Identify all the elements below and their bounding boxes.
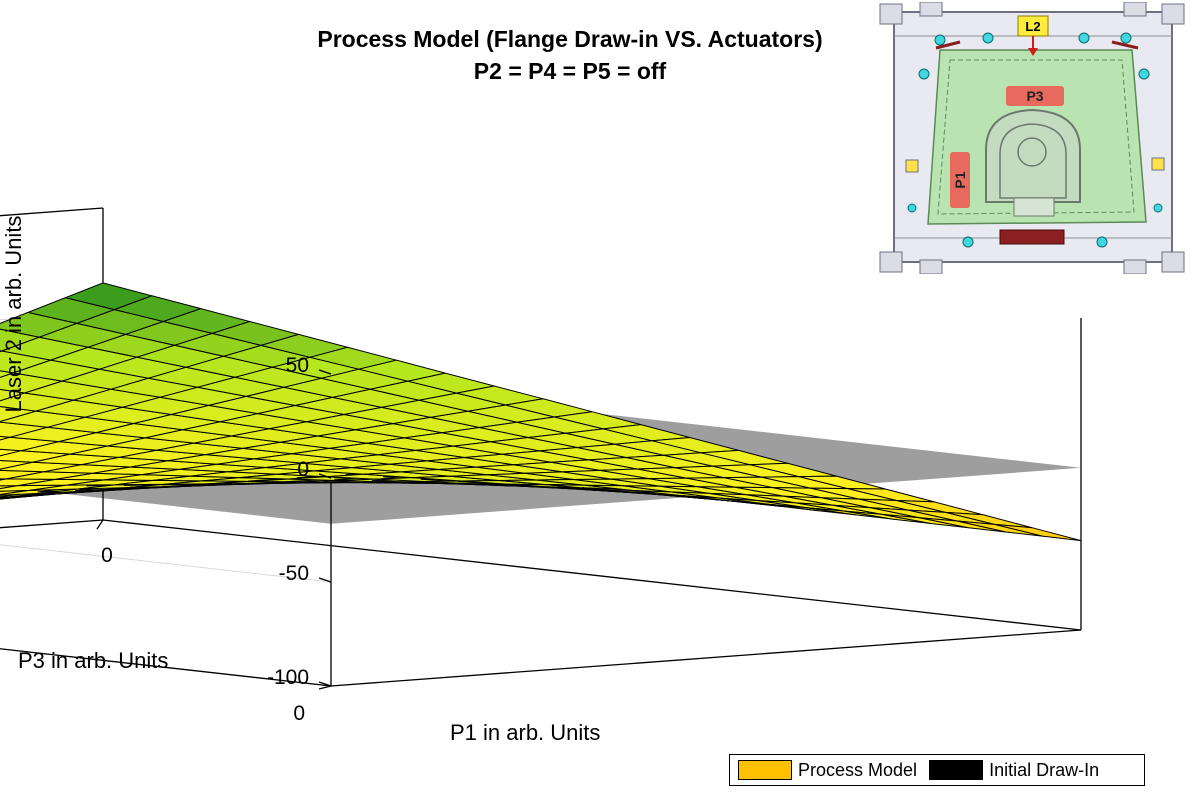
process-model-surface xyxy=(0,282,1082,542)
inset-label-l2: L2 xyxy=(1025,19,1040,34)
tool-inset-image: L2 P3 P1 xyxy=(879,2,1185,274)
x-tick-mark xyxy=(96,519,104,530)
axis-edge xyxy=(330,629,1082,687)
z-tick-mark xyxy=(318,681,332,687)
grid-line xyxy=(0,544,332,583)
chart-title: Process Model (Flange Draw-in VS. Actuat… xyxy=(317,26,823,52)
legend-swatch-process-model xyxy=(738,760,792,780)
z-tick-mark xyxy=(318,577,332,583)
z-tick-mark xyxy=(318,369,332,375)
y-tick-label: 0 xyxy=(293,702,305,725)
x-axis-label: P1 in arb. Units xyxy=(450,720,600,745)
z-tick-label: -50 xyxy=(279,562,309,585)
y-axis-label: P3 in arb. Units xyxy=(18,648,168,673)
z-tick-mark xyxy=(318,473,332,479)
axes-front xyxy=(102,318,1082,687)
legend-label-process-model: Process Model xyxy=(798,759,918,780)
axis-edge xyxy=(0,648,332,687)
legend-label-initial-draw-in: Initial Draw-In xyxy=(989,759,1100,780)
z-axis-label: Laser 2 in arb. Units xyxy=(1,216,26,413)
z-tick-label: 50 xyxy=(286,354,309,377)
axis-edge xyxy=(102,519,1082,631)
chart-subtitle: P2 = P4 = P5 = off xyxy=(473,58,667,84)
legend-item-initial-draw-in: Initial Draw-In xyxy=(929,760,1099,781)
legend-swatch-initial-draw-in xyxy=(929,760,984,780)
x-tick-label: 0 xyxy=(101,544,113,567)
inset-label-p1: P1 xyxy=(952,171,968,188)
tick-labels: 100806040200050100500-50-100 xyxy=(96,354,332,725)
y-tick-mark xyxy=(318,685,332,690)
grid-line xyxy=(0,519,104,529)
z-tick-label: -100 xyxy=(267,666,309,689)
axis-edge xyxy=(0,519,104,529)
surface-cell xyxy=(994,523,1082,542)
inset-label-p3: P3 xyxy=(1026,88,1043,104)
legend: Process Model Initial Draw-In xyxy=(729,754,1145,786)
legend-item-process-model: Process Model xyxy=(738,760,917,781)
z-tick-label: 0 xyxy=(297,458,309,481)
